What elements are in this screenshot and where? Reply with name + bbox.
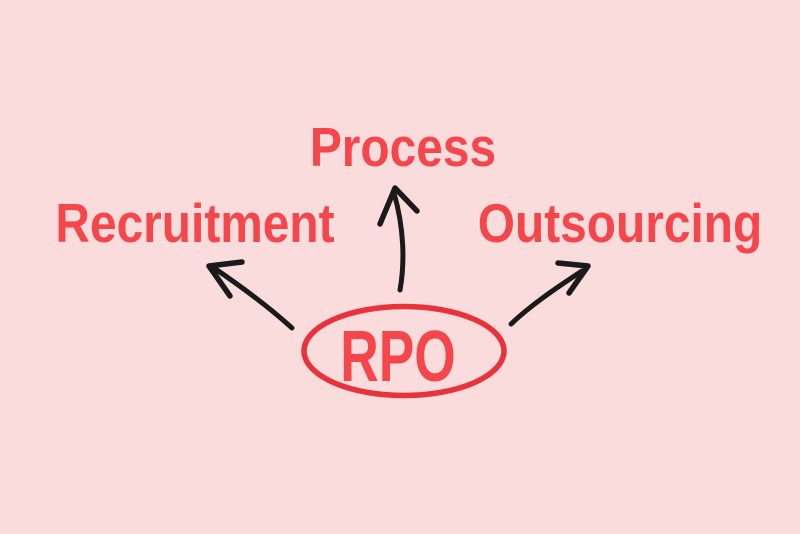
arrow-to-process-shaft xyxy=(391,190,406,293)
arrow-to-recruitment-shaft xyxy=(211,265,295,331)
arrow-to-outsourcing-icon xyxy=(508,260,591,327)
node-recruitment-label: Recruitment xyxy=(55,192,335,254)
arrow-to-outsourcing-shaft xyxy=(508,268,585,327)
arrow-to-process-head xyxy=(377,185,420,227)
arrow-to-recruitment-head xyxy=(206,259,245,299)
node-outsourcing-label: Outsourcing xyxy=(477,192,763,254)
arrow-to-outsourcing-head xyxy=(555,260,591,296)
rpo-ellipse xyxy=(301,303,507,399)
arrow-to-process-icon xyxy=(377,185,420,293)
rpo-center-label: RPO xyxy=(340,317,456,397)
arrow-to-recruitment-icon xyxy=(206,259,295,331)
node-process-label: Process xyxy=(309,116,497,178)
